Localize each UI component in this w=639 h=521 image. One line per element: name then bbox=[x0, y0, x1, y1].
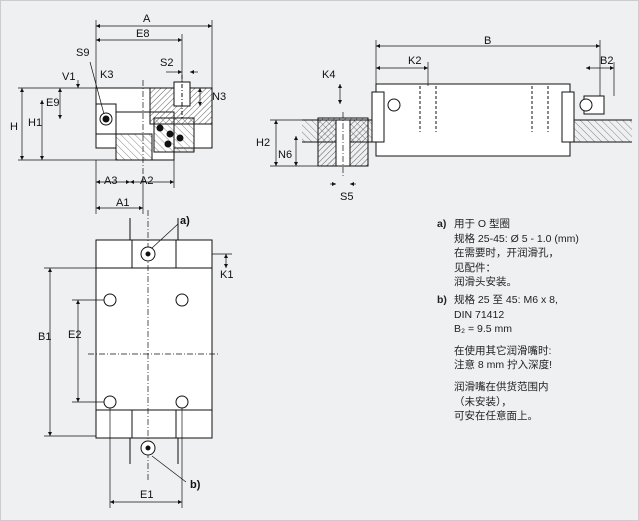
side-view bbox=[302, 83, 632, 176]
label-S2: S2 bbox=[160, 57, 173, 69]
note-extra2-line: （未安装）， bbox=[454, 395, 512, 408]
note-a-tag: a) bbox=[437, 218, 447, 230]
note-extra1-line: 注意 8 mm 拧入深度! bbox=[454, 359, 553, 372]
note-a-line: 润滑头安装。 bbox=[454, 276, 517, 289]
label-A: A bbox=[143, 13, 151, 25]
note-b-tag: b) bbox=[437, 293, 447, 306]
note-a-body: 用于 O 型圈规格 25-45: Ø 5 - 1.0 (mm) 在需要时，开润滑孔… bbox=[454, 217, 633, 290]
note-b-line: B₂ = 9.5 mm bbox=[454, 323, 513, 336]
label-E1: E1 bbox=[140, 489, 153, 501]
note-a-line: 规格 25-45: Ø 5 - 1.0 (mm) bbox=[454, 232, 579, 245]
note-a-line: 见配件： bbox=[454, 261, 496, 274]
note-extra2-line: 可安在任意面上。 bbox=[454, 410, 538, 423]
note-a: a) 用于 O 型圈规格 25-45: Ø 5 - 1.0 (mm) 在需要时，开… bbox=[437, 217, 633, 290]
label-N6: N6 bbox=[278, 149, 292, 161]
label-E8: E8 bbox=[136, 28, 149, 40]
label-B1: B1 bbox=[38, 331, 51, 343]
note-b-line: 规格 25 至 45: M6 x 8, bbox=[454, 293, 558, 306]
label-E2: E2 bbox=[68, 329, 81, 341]
label-N3: N3 bbox=[212, 91, 226, 103]
note-b-line: DIN 71412 bbox=[454, 308, 505, 321]
label-S5: S5 bbox=[340, 191, 353, 203]
label-K4: K4 bbox=[322, 69, 335, 81]
top-view bbox=[88, 210, 220, 480]
label-K3: K3 bbox=[100, 69, 113, 81]
note-a-line: 用于 O 型圈 bbox=[454, 218, 511, 230]
note-b: b) 规格 25 至 45: M6 x 8, DIN 71412 B₂ = 9.5 … bbox=[437, 293, 633, 424]
label-H: H bbox=[10, 121, 18, 133]
note-extra2-line: 润滑嘴在供货范围内 bbox=[454, 380, 549, 393]
front-dimension-lines bbox=[18, 20, 213, 214]
notes-panel: a) 用于 O 型圈规格 25-45: Ø 5 - 1.0 (mm) 在需要时，开… bbox=[437, 217, 633, 424]
front-view bbox=[95, 75, 213, 176]
note-a-line: 在需要时，开润滑孔， bbox=[454, 247, 559, 260]
label-A2: A2 bbox=[140, 175, 153, 187]
label-H1: H1 bbox=[28, 117, 42, 129]
label-K1: K1 bbox=[220, 269, 233, 281]
label-H2: H2 bbox=[256, 137, 270, 149]
label-note-a: a) bbox=[180, 215, 190, 227]
label-B2: B2 bbox=[600, 55, 613, 67]
label-E9: E9 bbox=[46, 97, 59, 109]
label-B: B bbox=[484, 35, 491, 47]
side-dimension-lines bbox=[270, 40, 615, 187]
note-extra1-line: 在使用其它润滑嘴时: bbox=[454, 344, 552, 357]
label-note-b: b) bbox=[190, 479, 201, 491]
label-A3: A3 bbox=[104, 175, 117, 187]
label-V1: V1 bbox=[62, 71, 75, 83]
label-S9: S9 bbox=[76, 47, 89, 59]
top-dimension-lines bbox=[44, 223, 232, 508]
label-A1: A1 bbox=[116, 197, 129, 209]
label-K2: K2 bbox=[408, 55, 421, 67]
